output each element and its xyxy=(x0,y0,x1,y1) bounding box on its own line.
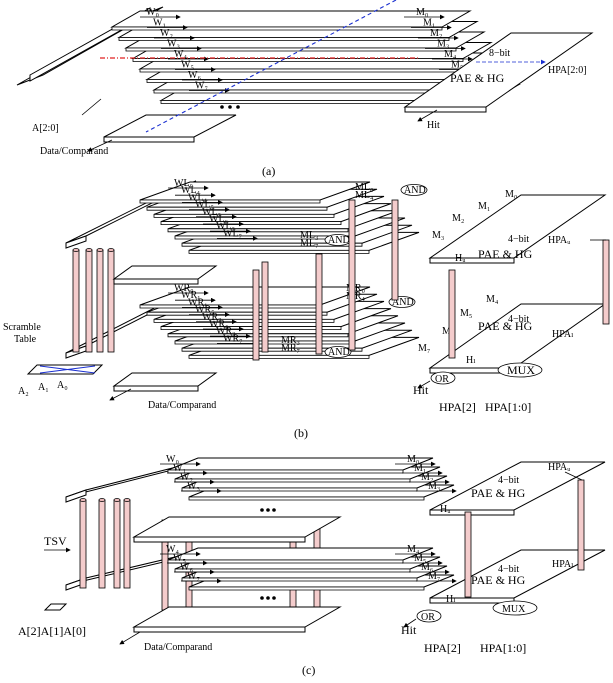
matchline-a-2: M₂ xyxy=(430,28,442,39)
data-label-c: Data/Comparand xyxy=(144,642,212,653)
panel-b: Scramble Table A₂ A₁ A₀ WL₀WL₄WL₄WL₅WL₂W… xyxy=(3,178,609,440)
hit-label-a: Hit xyxy=(427,120,440,131)
matchline-c-upper-3: M₃ xyxy=(428,481,440,492)
hit-label-c: Hit xyxy=(401,623,417,637)
matchline-a-1: M₁ xyxy=(423,18,435,29)
pae-label-c-upper: PAE & HG xyxy=(471,486,526,500)
wordline-c-lower-3: W₇ xyxy=(187,571,200,582)
address-label-a: A[2:0] xyxy=(32,123,59,134)
matchline-a-3: M₃ xyxy=(437,39,449,50)
hpa10-label-b: HPA[1:0] xyxy=(485,400,531,414)
tsv-pillar-3 xyxy=(108,250,114,352)
ml-label-1: ML₄ xyxy=(355,190,374,201)
wordline-a-1: W₁ xyxy=(153,18,166,29)
hpa-upper-c: HPAᵤ xyxy=(548,462,571,473)
hpa2-label-b: HPA[2] xyxy=(439,400,476,414)
caption-b: (b) xyxy=(294,426,308,440)
tsv-label: TSV xyxy=(44,534,67,548)
hpa-upper-b: HPAᵤ xyxy=(548,235,571,246)
h-lower-b: Hₗ xyxy=(466,355,476,366)
ml-label-3: ML₇ xyxy=(300,238,319,249)
wordline-c-upper-3: W₃ xyxy=(187,481,200,492)
table-label: Table xyxy=(14,334,37,345)
bits-label-c-upper: 4−bit xyxy=(498,475,519,486)
wordline-a-5: W₅ xyxy=(181,60,194,71)
caption-c: (c) xyxy=(302,663,315,677)
mux-label-b: MUX xyxy=(507,363,535,377)
hpa-lower-b: HPAₗ xyxy=(552,329,574,340)
matchline-c-lower-3: M₇ xyxy=(428,571,440,582)
tsv-pillar-0 xyxy=(80,500,86,588)
bits-label-b-upper: 4−bit xyxy=(508,234,529,245)
wordline-a-0: W₀ xyxy=(146,7,159,18)
wordline-b-upper-7: WL₇ xyxy=(223,228,242,239)
or-label-b: OR xyxy=(435,374,449,385)
matchline-b-lower-0: M₄ xyxy=(486,294,499,305)
caption-a: (a) xyxy=(262,164,275,178)
matchline-a-0: M₀ xyxy=(416,7,429,18)
and-label-0: AND xyxy=(404,185,426,196)
hpa-lower-c: HPAₗ xyxy=(552,559,574,570)
matchline-b-upper-2: M₂ xyxy=(452,213,464,224)
hpa2-label-c: HPA[2] xyxy=(424,641,461,655)
hpa-output-label-a: HPA[2:0] xyxy=(548,65,587,76)
mr-label-3: MR₇ xyxy=(281,343,300,354)
panel-a: W₀W₁W₂W₃W₄W₅W₆W₇M₀M₁M₂M₃M₄M₅M₆M₇ 8−bit P… xyxy=(17,0,592,178)
addr-bit-1: A₁ xyxy=(38,382,49,393)
mux-label-c: MUX xyxy=(502,604,526,615)
matchline-a-4: M₄ xyxy=(444,49,457,60)
tsv-pillar-1 xyxy=(86,250,92,352)
wordline-a-2: W₂ xyxy=(160,28,173,39)
addr-bit-0: A₀ xyxy=(57,380,68,391)
wordline-a-3: W₃ xyxy=(167,39,180,50)
wordline-a-7: W₇ xyxy=(195,81,208,92)
h-lower-c: Hₗ xyxy=(446,594,456,605)
address-label-c: A[2]A[1]A[0] xyxy=(18,624,86,638)
matchline-b-upper-3: M₃ xyxy=(432,230,444,241)
h-upper-c: Hᵤ xyxy=(440,504,451,515)
pae-label-a: PAE & HG xyxy=(450,71,505,85)
pae-label-b-lower: PAE & HG xyxy=(478,319,533,333)
tsv-pillar-0 xyxy=(73,250,79,352)
tsv-pillar-2 xyxy=(97,250,103,352)
panel-c: TSV W₀W₁W₂W₃M₀M₁M₂M₃ W₄W₅W₆W₇M₄M₅M₆M₇ 4−… xyxy=(18,454,605,677)
tsv-pillar-3 xyxy=(124,500,130,588)
data-label-a: Data/Comparand xyxy=(40,146,108,157)
addr-bit-2: A₂ xyxy=(18,386,29,397)
matchline-b-upper-1: M₁ xyxy=(478,201,490,212)
pae-label-c-lower: PAE & HG xyxy=(471,573,526,587)
pae-label-b-upper: PAE & HG xyxy=(478,247,533,261)
tsv-pillar-2 xyxy=(114,500,120,588)
or-label-c: OR xyxy=(421,612,435,623)
matchline-b-lower-3: M₇ xyxy=(418,343,430,354)
data-label-b: Data/Comparand xyxy=(148,400,216,411)
matchline-b-lower-1: M₅ xyxy=(460,308,472,319)
hpa10-label-c: HPA[1:0] xyxy=(480,641,526,655)
data-plate-a xyxy=(104,115,236,137)
hit-label-b: Hit xyxy=(413,383,429,397)
and-label-3: AND xyxy=(328,347,350,358)
and-label-1: AND xyxy=(328,235,350,246)
tsv-pillar-1 xyxy=(99,500,105,588)
bits-label-a: 8−bit xyxy=(489,48,510,59)
scramble-label: Scramble xyxy=(3,322,41,333)
wordline-b-lower-7: WR₇ xyxy=(223,333,243,344)
wordline-a-6: W₆ xyxy=(188,70,201,81)
h-upper-b: Hᵤ xyxy=(455,253,466,264)
